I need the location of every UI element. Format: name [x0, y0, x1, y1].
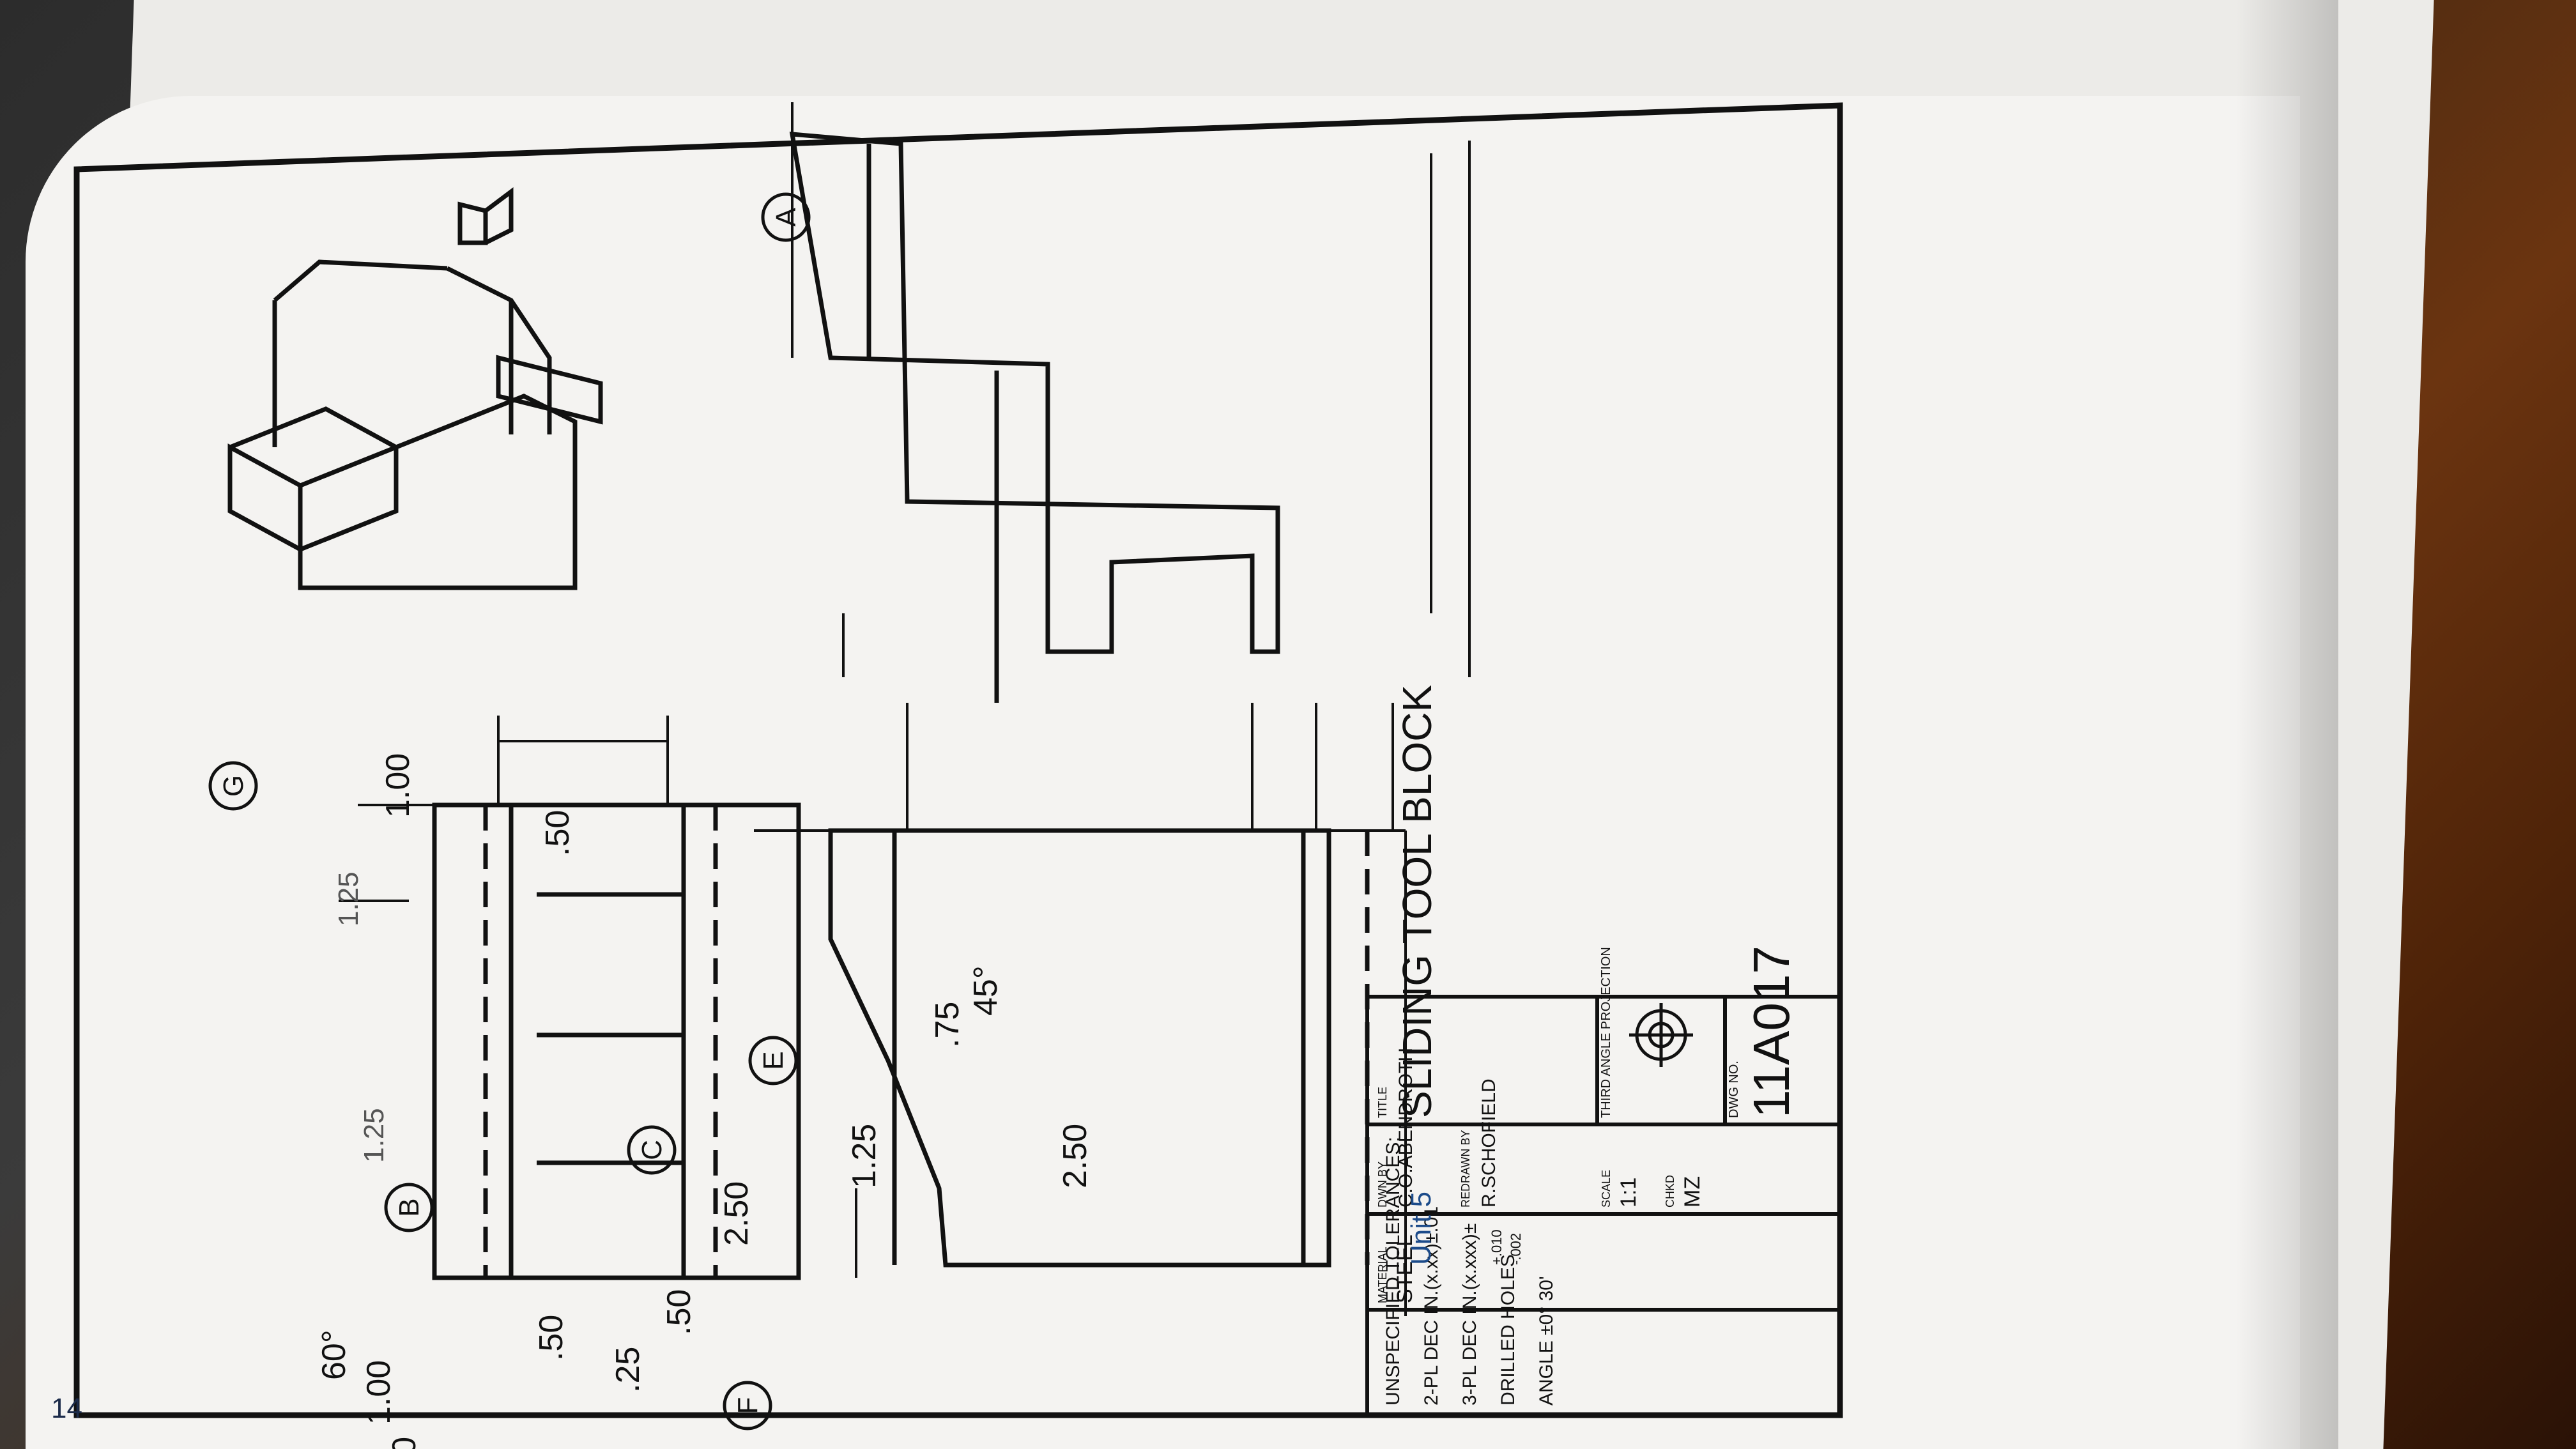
dim-050-a: .50: [539, 810, 576, 856]
dim-100-b: 1.00: [360, 1360, 397, 1425]
scale-label: SCALE: [1600, 1170, 1613, 1208]
callout-c: C: [636, 1140, 668, 1160]
title-label: TITLE: [1376, 1087, 1389, 1118]
dwn-value: C.O.ABENDROTH: [1395, 1048, 1416, 1208]
callout-a: A: [770, 208, 802, 227]
tolerances-heading: UNSPECIFIED TOLERANCES:: [1383, 1137, 1404, 1406]
sheet-border: [73, 102, 1843, 1418]
dim-200: 2.00: [386, 1437, 423, 1449]
tol-holes-minus: -.002: [1508, 1233, 1524, 1265]
side-view-dims: [791, 102, 1471, 677]
drawing-title: SLIDING TOOL BLOCK: [1394, 685, 1440, 1118]
book-page: [26, 96, 2300, 1449]
side-view: [789, 132, 1280, 703]
projection-label: THIRD ANGLE PROJECTION: [1599, 947, 1613, 1118]
dimension-labels: 1.25 2.50 2.50 .75 45° .50 .50 .50 .25 1…: [316, 753, 1094, 1449]
page-gutter-shadow: [2236, 0, 2338, 1449]
front-view-dims: [754, 703, 1407, 1316]
isometric-view: [227, 187, 603, 590]
tol-holes-plus: +.010: [1489, 1229, 1505, 1265]
dim-050-b: .50: [661, 1289, 698, 1335]
dim-250-bottom: 2.50: [1057, 1124, 1094, 1188]
chkd-label: CHKD: [1664, 1175, 1676, 1208]
dim-045: 45°: [967, 965, 1004, 1016]
title-block-text: UNSPECIFIED TOLERANCES: 2-PL DEC IN.(x.x…: [1376, 685, 1800, 1406]
dim-025: .25: [610, 1347, 647, 1393]
unit-label: Unit 5: [1406, 1192, 1437, 1265]
callout-g: G: [218, 775, 249, 797]
material-label: MATERIAL: [1376, 1246, 1389, 1303]
redrawn-value: R.SCHOFIELD: [1478, 1078, 1499, 1208]
dim-125: 1.25: [846, 1124, 883, 1188]
dim-075: .75: [929, 1002, 966, 1048]
tol-holes: DRILLED HOLES: [1498, 1254, 1519, 1406]
dim-250-side: 2.50: [718, 1181, 755, 1246]
chkd-value: MZ: [1680, 1176, 1705, 1208]
dim-060: 60°: [316, 1330, 353, 1380]
callout-circles: [208, 192, 811, 1430]
third-angle-symbol: [1629, 1003, 1693, 1067]
scale-value: 1:1: [1616, 1177, 1641, 1208]
material-value: STEEL: [1393, 1234, 1417, 1303]
title-block: [1365, 995, 1842, 1417]
dim-050-c: .50: [533, 1315, 570, 1361]
page-number: 14: [51, 1393, 82, 1424]
callout-f: F: [732, 1397, 763, 1414]
handwritten-note-1: 1.25: [358, 1108, 390, 1163]
redrawn-label: REDRAWN BY: [1459, 1130, 1472, 1208]
dwn-label: DWN BY: [1376, 1162, 1389, 1208]
callout-letters: A B C D E F G: [218, 208, 802, 1414]
tol-3pl: 3-PL DEC IN.(x.xxx)±: [1459, 1223, 1480, 1406]
handwritten-note-2: 1.25: [333, 871, 364, 926]
front-view: [828, 828, 1370, 1268]
tol-2pl: 2-PL DEC IN.(x.xx)±.01: [1421, 1206, 1442, 1406]
top-view-dims: [339, 716, 669, 902]
callout-b: B: [394, 1198, 425, 1216]
drawing-number: 11A017: [1743, 946, 1800, 1118]
top-view: [432, 802, 801, 1280]
callout-e: E: [758, 1051, 789, 1070]
dim-100-a: 1.00: [379, 753, 417, 818]
dwg-label: DWG NO.: [1727, 1061, 1741, 1118]
tol-angle: ANGLE ±0° 30': [1536, 1276, 1557, 1406]
